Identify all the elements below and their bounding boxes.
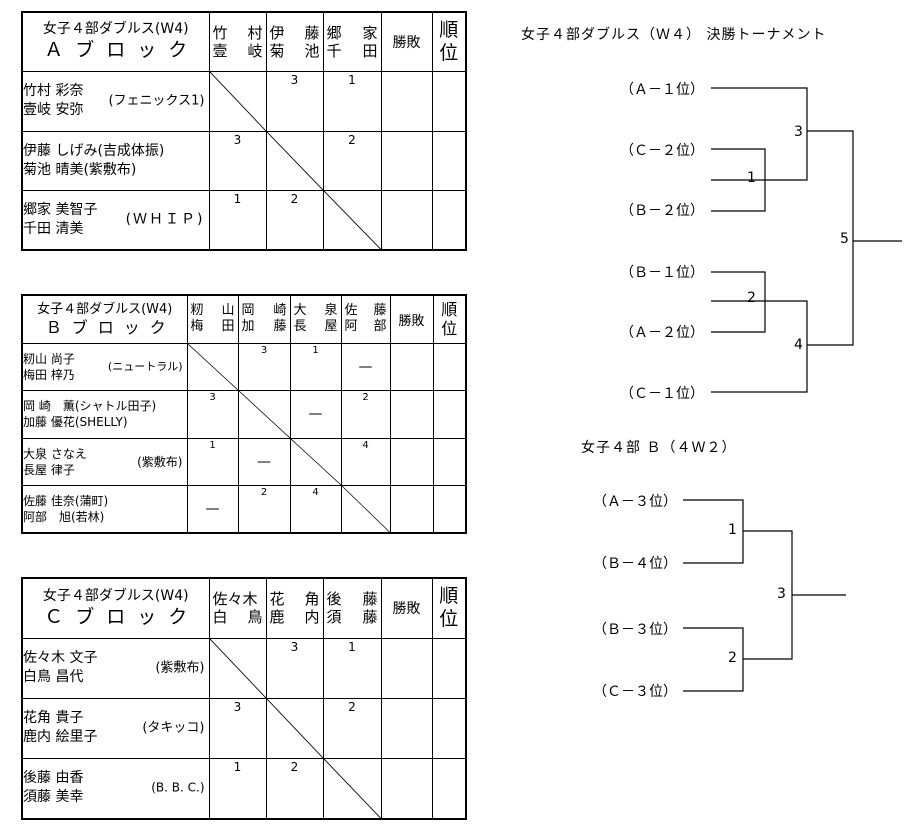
- win-loss-cell: [380, 130, 433, 191]
- block-title: 女子４部ダブルス(W4): [37, 301, 173, 317]
- win-loss-header: 勝敗: [380, 577, 433, 639]
- rank-header: 順位: [431, 577, 467, 639]
- score-cell: —: [186, 484, 239, 534]
- match-number: 1: [728, 522, 737, 538]
- block-a-table: 女子４部ダブルス(W4) Ａブロック 竹村壹岐 伊藤菊池 郷家千田 勝敗 順位 …: [21, 11, 467, 251]
- rank-cell: [431, 757, 467, 820]
- header-player-2: 岡崎加藤: [237, 294, 291, 344]
- match-number: 5: [840, 231, 849, 247]
- match-number: 2: [728, 650, 737, 666]
- score-cell: 4: [340, 437, 391, 486]
- win-loss-cell: [380, 70, 433, 132]
- block-label: Ａブロック: [44, 39, 200, 62]
- bracket-slot-b2: （Ｂ－２位）: [620, 203, 704, 219]
- block-title: 女子４部ダブルス(W4): [42, 587, 189, 604]
- score-cell: 4: [289, 484, 342, 534]
- header-player-1: 竹村壹岐: [208, 11, 267, 72]
- block-c-table: 女子４部ダブルス(W4) Ｃブロック 佐々木白鳥 花角鹿内 後藤須藤 勝敗 順位…: [21, 577, 467, 820]
- bracket-slot-b1: （Ｂ－１位）: [620, 265, 704, 281]
- win-loss-cell: [389, 342, 434, 391]
- player-row-label: 郷家 美智子千田 清美(ＷＨＩＰ): [21, 189, 210, 251]
- win-loss-cell: [380, 189, 433, 251]
- score-cell: 1: [289, 342, 342, 391]
- score-cell: —: [340, 342, 391, 391]
- win-loss-cell: [380, 637, 433, 699]
- bracket-slot-c1: （Ｃ－１位）: [620, 386, 704, 402]
- win-loss-header: 勝敗: [380, 11, 433, 72]
- header-player-3: 大泉長屋: [289, 294, 342, 344]
- diagonal-cell: [265, 130, 324, 191]
- match-number: 3: [777, 586, 786, 602]
- rank-cell: [432, 484, 467, 534]
- rank-cell: [432, 437, 467, 486]
- player-row-label: 伊藤 しげみ(吉成体振)菊池 晴美(紫敷布): [21, 130, 210, 191]
- header-player-4: 佐藤阿部: [340, 294, 391, 344]
- block-title: 女子４部ダブルス(W4): [42, 21, 189, 38]
- diagonal-cell: [289, 437, 342, 486]
- block-b-table: 女子４部ダブルス(W4) Ｂブロック 籾山梅田 岡崎加藤 大泉長屋 佐藤阿部 勝…: [21, 294, 467, 534]
- header-player-2: 伊藤菊池: [265, 11, 324, 72]
- final-tournament-title: 女子４部ダブルス（Ｗ４） 決勝トーナメント: [521, 27, 827, 43]
- diagonal-cell: [208, 70, 267, 132]
- diagonal-cell: [208, 637, 267, 699]
- rank-header: 順位: [432, 294, 467, 344]
- player-row-label: 岡 崎 薫(シャトル田子)加藤 優花(SHELLY): [21, 389, 188, 439]
- bracket-slot-b4: （Ｂ－４位）: [593, 556, 677, 572]
- score-cell: —: [237, 437, 291, 486]
- bracket-slot-c2: （Ｃ－２位）: [620, 143, 704, 159]
- match-number: 4: [794, 337, 803, 353]
- player-row-label: 花角 貴子鹿内 絵里子(タキッコ): [21, 697, 210, 759]
- win-loss-cell: [389, 389, 434, 439]
- header-player-3: 郷家千田: [322, 11, 382, 72]
- score-cell: 2: [322, 697, 382, 759]
- match-number: 2: [747, 290, 756, 306]
- bracket-slot-a2: （Ａ－２位）: [620, 325, 704, 341]
- win-loss-cell: [389, 437, 434, 486]
- diagonal-cell: [340, 484, 391, 534]
- diagonal-cell: [237, 389, 291, 439]
- player-row-label: 後藤 由香須藤 美幸(B. B. C.): [21, 757, 210, 820]
- score-cell: 3: [186, 389, 239, 439]
- score-cell: 2: [265, 757, 324, 820]
- block-title-cell: 女子４部ダブルス(W4) Ｂブロック: [21, 294, 188, 344]
- rank-cell: [432, 389, 467, 439]
- rank-cell: [431, 189, 467, 251]
- block-title-cell: 女子４部ダブルス(W4) Ｃブロック: [21, 577, 210, 639]
- bracket-slot-c3: （Ｃ－３位）: [593, 684, 677, 700]
- score-cell: —: [289, 389, 342, 439]
- rank-cell: [431, 697, 467, 759]
- player-row-label: 竹村 彩奈壹岐 安弥(フェニックス1): [21, 70, 210, 132]
- bracket-slot-a1: （Ａ－１位）: [620, 82, 704, 98]
- score-cell: 3: [208, 130, 267, 191]
- diagonal-cell: [265, 697, 324, 759]
- b-bracket-title: 女子４部 Ｂ（４Ｗ２）: [581, 440, 737, 456]
- player-row-label: 大泉 さなえ長屋 律子(紫敷布): [21, 437, 188, 486]
- diagonal-cell: [322, 757, 382, 820]
- bracket-slot-a3: （Ａ－３位）: [593, 494, 677, 510]
- player-row-label: 佐々木 文子白鳥 昌代(紫敷布): [21, 637, 210, 699]
- rank-header: 順位: [431, 11, 467, 72]
- header-player-1: 佐々木白鳥: [208, 577, 267, 639]
- match-number: 1: [747, 170, 756, 186]
- block-label: Ｂブロック: [45, 317, 176, 337]
- player-row-label: 佐藤 佳奈(蒲町)阿部 旭(若林): [21, 484, 188, 534]
- score-cell: 1: [322, 70, 382, 132]
- match-number: 3: [794, 124, 803, 140]
- score-cell: 2: [237, 484, 291, 534]
- bracket-slot-b3: （Ｂ－３位）: [593, 622, 677, 638]
- player-row-label: 籾山 尚子梅田 梓乃(ニュートラル): [21, 342, 188, 391]
- rank-cell: [431, 70, 467, 132]
- win-loss-cell: [380, 697, 433, 759]
- score-cell: 2: [340, 389, 391, 439]
- block-title-cell: 女子４部ダブルス(W4) Ａブロック: [21, 11, 210, 72]
- block-label: Ｃブロック: [44, 605, 200, 628]
